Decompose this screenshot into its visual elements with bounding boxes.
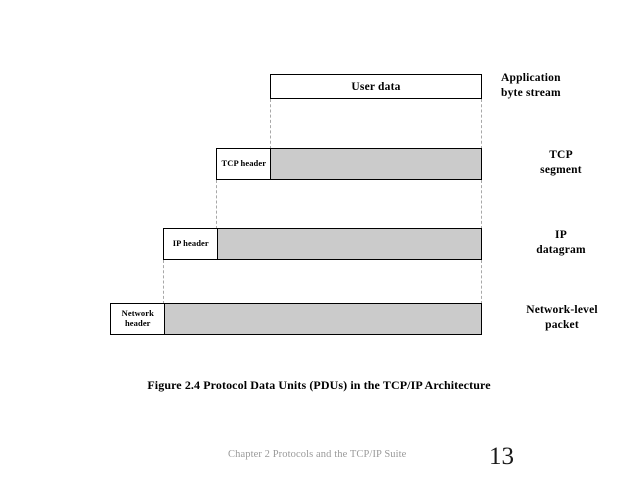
guide-line-right-tcp [481,180,482,229]
figure-caption: Figure 2.4 Protocol Data Units (PDUs) in… [147,378,491,392]
guide-line-left-tcp [216,180,217,229]
page-number: 13 [489,443,514,470]
network-payload-block [163,303,482,335]
stack-label-application: Application byte stream [501,72,561,99]
ip-payload-block [216,228,482,260]
tcp-header-block: TCP header [216,148,272,180]
network-header-block: Network header [110,303,166,335]
footer-chapter-text: Chapter 2 Protocols and the TCP/IP Suite [228,449,407,460]
guide-line-right-application [481,99,482,149]
stack-label-tcp: TCP segment [540,149,582,176]
stack-label-network: Network-level packet [526,304,598,331]
pdu-row-ip: IP header [163,228,482,260]
guide-line-left-application [270,99,271,149]
pdu-row-network: Network header [110,303,482,335]
user-data-block: User data [270,74,482,99]
pdu-row-tcp: TCP header [216,148,482,180]
guide-line-left-ip [163,260,164,304]
stack-label-ip: IP datagram [536,229,586,256]
guide-line-right-ip [481,260,482,304]
pdu-row-application: User data [270,74,482,99]
ip-header-block: IP header [163,228,219,260]
tcp-payload-block [270,148,482,180]
